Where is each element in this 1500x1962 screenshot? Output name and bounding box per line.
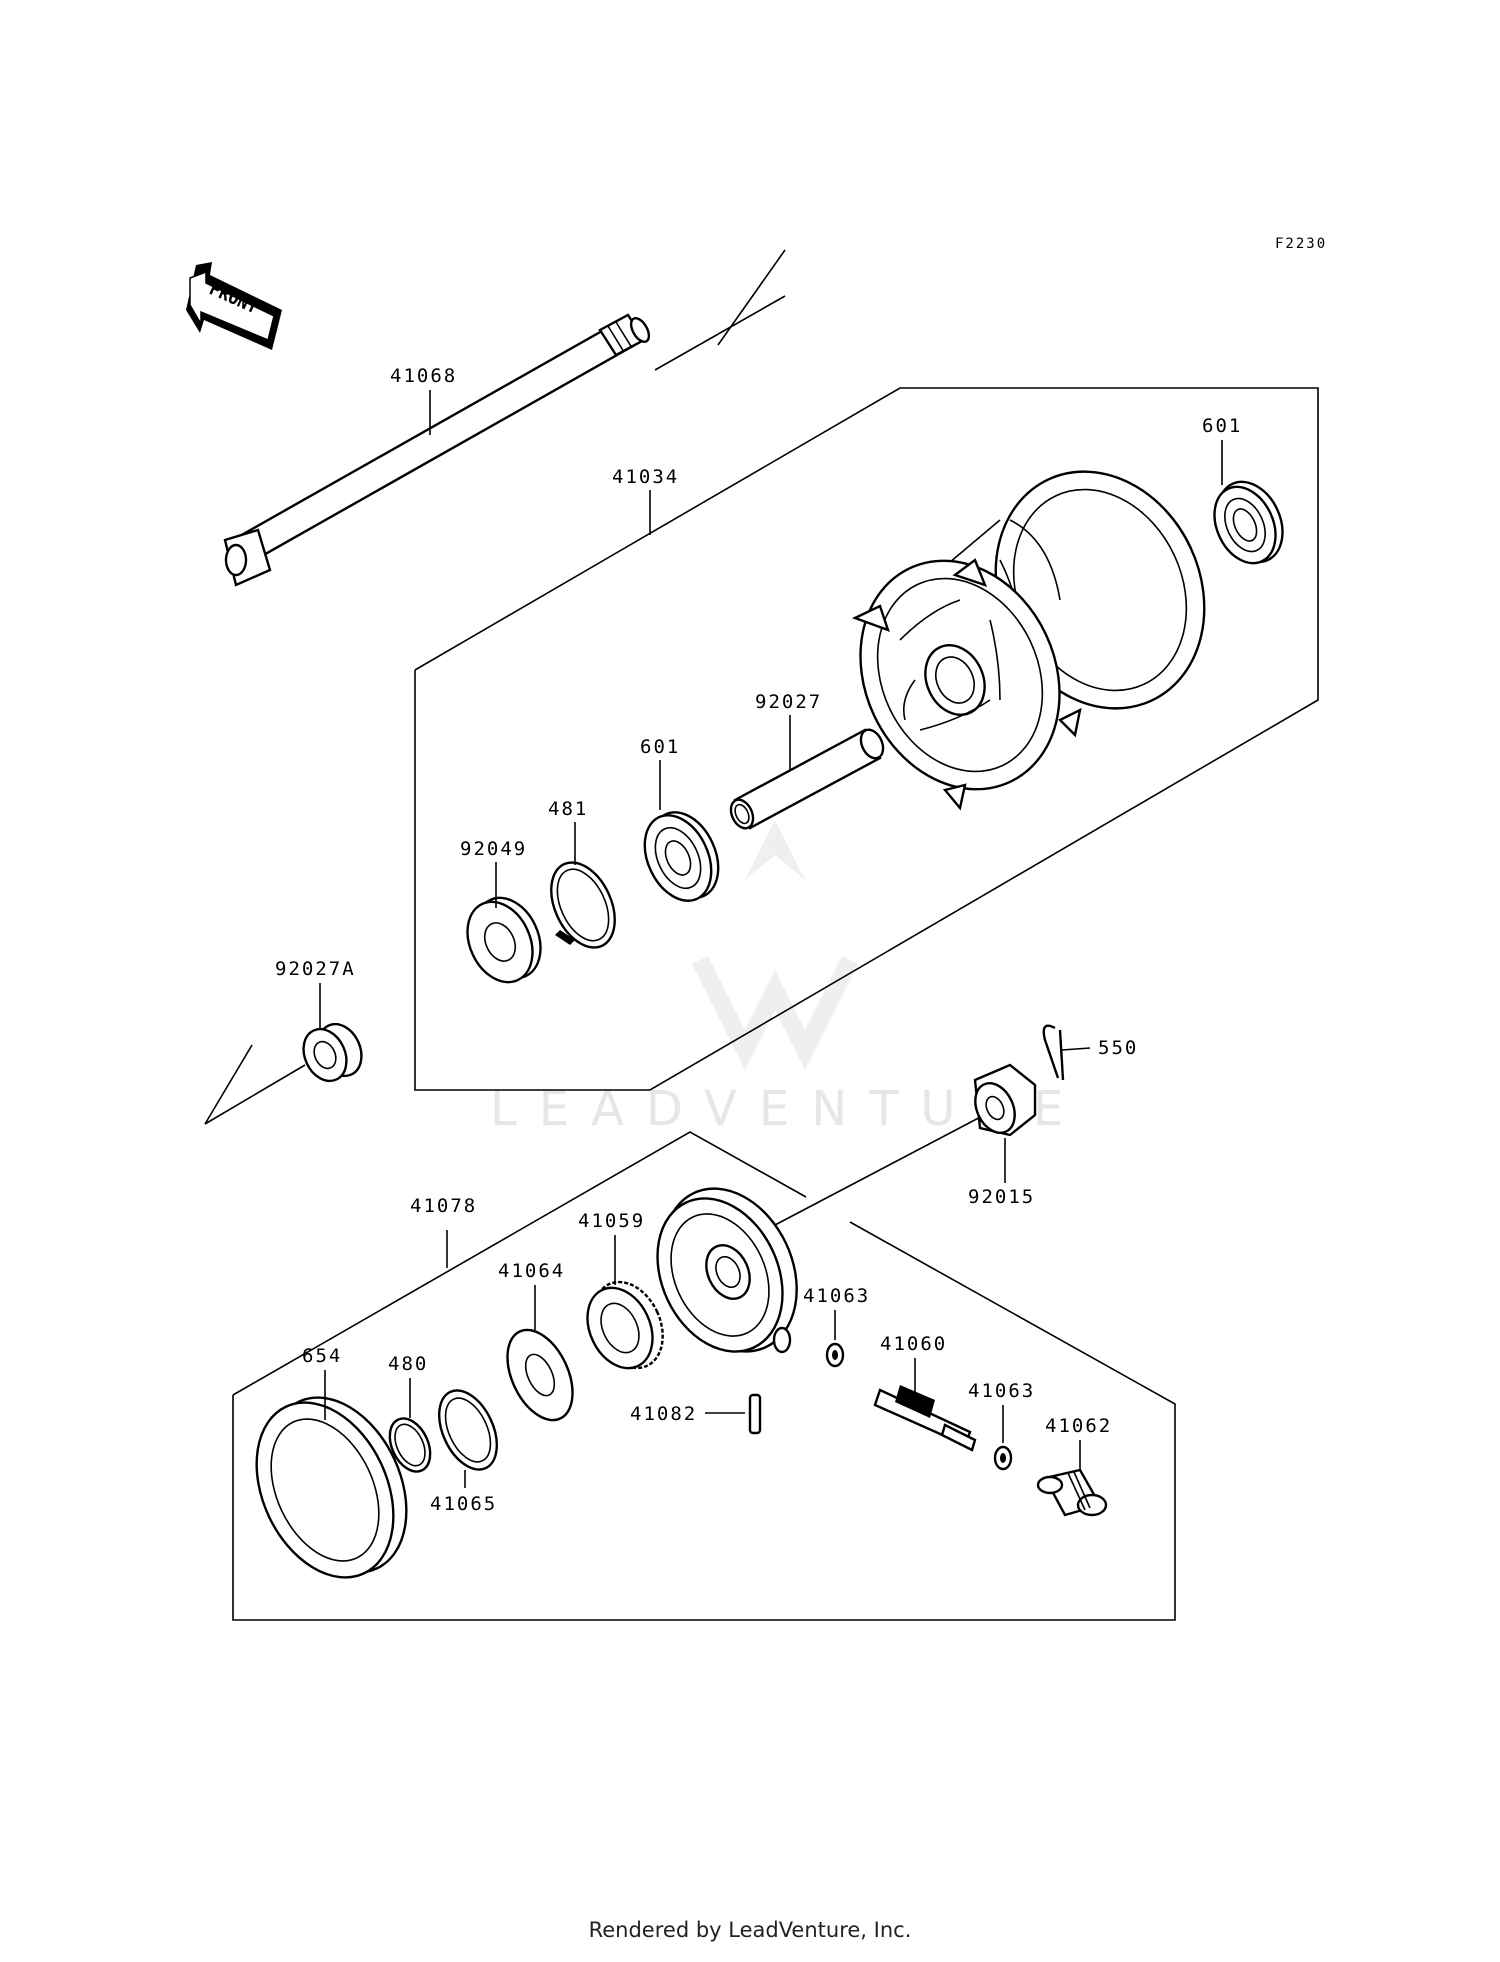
circlip-part — [550, 861, 616, 949]
label-speedo-gear-ring: 41059 — [578, 1210, 645, 1232]
watermark-logo — [691, 820, 859, 1071]
hub-assembly-box — [414, 387, 1319, 1091]
bearing-right-part — [1213, 480, 1284, 565]
label-snap-ring: 480 — [388, 1353, 428, 1375]
label-bearing-right: 601 — [1202, 415, 1242, 437]
axle-part — [223, 313, 651, 587]
axle-centerline-top — [654, 295, 786, 371]
pinion-part — [873, 1385, 977, 1452]
label-axle: 41068 — [390, 365, 457, 387]
ring-part — [438, 1389, 498, 1471]
axle-centerline-bottom2 — [204, 1044, 253, 1125]
seal-part — [466, 896, 542, 984]
speedo-gear-ring-part — [586, 1280, 664, 1370]
label-dust-seal: 654 — [302, 1345, 342, 1367]
front-arrow-icon: FRONT — [186, 262, 282, 350]
bushing-part — [1036, 1468, 1108, 1517]
spacer-part — [729, 728, 885, 830]
collar-part — [302, 1022, 363, 1083]
figure-code: F2230 — [1275, 236, 1327, 252]
label-bushing: 41062 — [1045, 1415, 1112, 1437]
pin-part — [748, 1393, 762, 1435]
washer-lower-part — [993, 1445, 1013, 1471]
label-hub: 41034 — [612, 466, 679, 488]
label-pinion: 41060 — [880, 1333, 947, 1355]
label-pin: 41082 — [630, 1403, 697, 1425]
label-cotter-pin: 550 — [1098, 1037, 1138, 1059]
label-spacer: 92027 — [755, 691, 822, 713]
axle-centerline-bottom — [204, 1064, 306, 1125]
snap-ring-part — [388, 1417, 432, 1473]
label-ring: 41065 — [430, 1493, 497, 1515]
label-seal: 92049 — [460, 838, 527, 860]
label-washer-upper: 41063 — [803, 1285, 870, 1307]
speedo-assembly-box — [232, 1131, 807, 1396]
label-nut: 92015 — [968, 1186, 1035, 1208]
speedo-plate-part — [506, 1328, 574, 1422]
washer-upper-part — [825, 1342, 845, 1368]
label-circlip: 481 — [548, 798, 588, 820]
dust-seal-part — [255, 1396, 408, 1579]
hub-part — [851, 470, 1206, 811]
label-speedo-plate: 41064 — [498, 1260, 565, 1282]
footer-credit: Rendered by LeadVenture, Inc. — [588, 1918, 912, 1942]
nut-part — [973, 1063, 1037, 1137]
label-collar: 92027A — [275, 958, 356, 980]
axle-centerline-speedo — [774, 1111, 991, 1226]
label-washer-lower: 41063 — [968, 1380, 1035, 1402]
label-bearing-left: 601 — [640, 736, 680, 758]
speedo-assembly-box-right — [232, 1221, 1176, 1621]
label-speedo-housing: 41078 — [410, 1195, 477, 1217]
cotter-pin-part — [1042, 1024, 1091, 1081]
bearing-left-part — [643, 811, 720, 902]
axle-centerline-top2 — [717, 249, 786, 346]
speedo-housing-part — [656, 1187, 798, 1354]
